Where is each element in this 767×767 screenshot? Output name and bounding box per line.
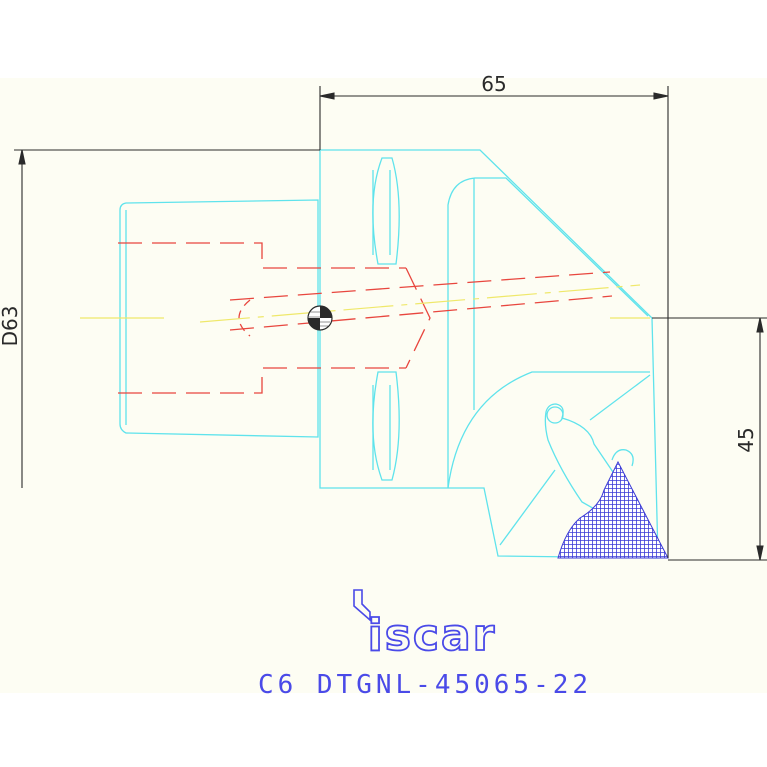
axis-centerline-2 [199,284,641,323]
shank-outline [119,199,319,438]
cutting-insert [557,460,669,559]
center-mark [307,305,333,331]
coolant-channel-1 [229,271,611,301]
dimension-d63-label: D63 [0,306,22,347]
brand-logo-text: iscar [368,610,497,661]
dimension-lines [14,86,767,561]
bore-mouth-arc [238,299,251,337]
coolant-nozzle [405,267,431,369]
gullet-line-2 [589,374,651,421]
head-inner-profile [447,177,649,488]
dim45-arrow-bottom [756,545,764,561]
coolant-bore-upper [118,242,406,269]
clamp-screw-hole [546,406,564,424]
clamp-nose [611,449,634,467]
d63-arrow-top [18,149,26,165]
dimension-65-label: 65 [481,72,506,96]
hidden-lines [118,242,613,394]
upper-screw [372,157,400,265]
chip-gullet-arc [447,371,650,489]
drawing-paper [0,78,767,693]
gullet-line-1 [499,469,556,546]
coolant-bore-lower [118,367,406,394]
coolant-channel-2 [229,295,613,331]
dimension-45-label: 45 [734,427,758,452]
centerlines [80,284,650,323]
part-code-label: C6 DTGNL-45065-22 [258,670,592,700]
logo-accent-mark [353,589,371,622]
dim45-arrow-top [756,317,764,333]
dim65-arrow-right [653,92,669,100]
dim65-arrow-left [319,92,335,100]
iscar-logo: iscar [353,589,497,662]
